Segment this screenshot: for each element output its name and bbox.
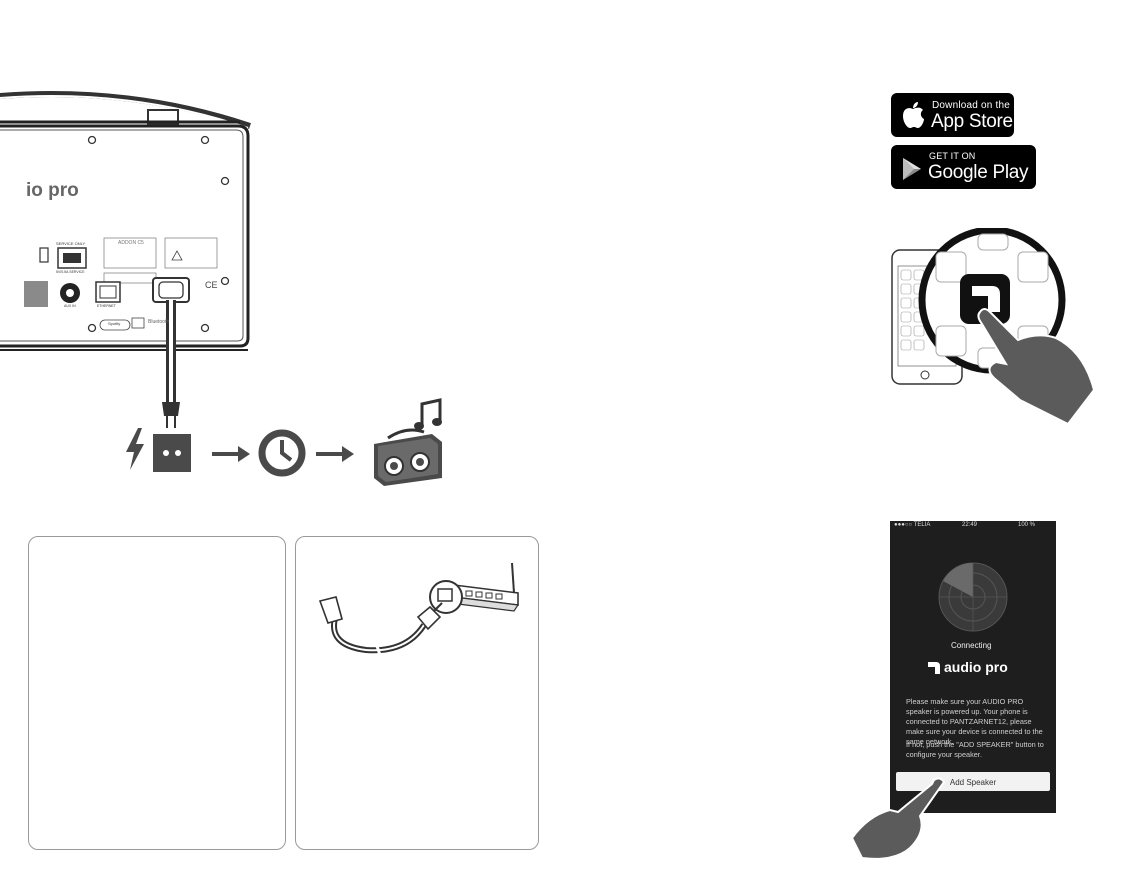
apple-logo-icon	[903, 102, 924, 128]
speaker-icon	[374, 428, 442, 486]
usb-label: SERVICE ONLY	[56, 241, 86, 246]
aux-label: AUX IN	[64, 304, 76, 308]
lightning-bolt-icon	[126, 428, 144, 470]
app-store-big-text: App Store	[931, 111, 1013, 132]
info-panel-network	[295, 536, 539, 850]
app-store-small-text: Download on the	[932, 100, 1011, 111]
google-play-badge[interactable]: GET IT ON Google Play	[891, 145, 1036, 189]
add-speaker-button-label: Add Speaker	[949, 778, 997, 787]
status-bar: ●●●○○ TELIA 22:49 100 %	[890, 521, 1056, 533]
audio-pro-logo-icon	[928, 662, 940, 674]
usb-sublabel: 5V/0.5A SERVICE	[56, 270, 85, 274]
arrow-right-icon	[212, 446, 250, 462]
google-play-small-text: GET IT ON	[929, 151, 976, 161]
power-cable	[162, 340, 180, 428]
power-outlet-icon	[153, 434, 191, 472]
app-store-badge[interactable]: Download on the App Store	[891, 93, 1014, 137]
ethernet-label: ETHERNET	[97, 304, 116, 308]
speaker-back-panel: io pro SERVICE ONLY 5V/0.5A SERVICE ADDO…	[0, 88, 260, 358]
google-play-big-text: Google Play	[928, 162, 1029, 183]
music-note-icon	[414, 398, 442, 430]
radar-icon	[938, 562, 1008, 632]
ce-mark: CE	[205, 280, 218, 290]
speaker-brand: io pro	[26, 180, 79, 201]
ethernet-router-illustration	[318, 562, 520, 656]
connecting-label: Connecting	[951, 641, 992, 650]
status-time: 22:49	[962, 522, 978, 528]
info-panel-left	[28, 536, 286, 850]
clock-icon	[258, 429, 306, 477]
phone-app-illustration	[891, 228, 1096, 426]
spotify-label: Spotify	[108, 321, 121, 326]
app-screen: ●●●○○ TELIA 22:49 100 % Connecting audio…	[890, 521, 1056, 813]
status-carrier: ●●●○○ TELIA	[894, 522, 931, 528]
connection-message: Please make sure your AUDIO PRO speaker …	[906, 697, 1043, 746]
audio-pro-logo: audio pro	[928, 659, 1028, 677]
bluetooth-label: Bluetooth	[148, 319, 170, 325]
pointing-hand-icon	[850, 777, 946, 860]
audio-pro-logo-text: audio pro	[944, 659, 1008, 675]
add-speaker-instruction: If not, push the "ADD SPEAKER" button to…	[906, 740, 1044, 759]
addon-label: ADDON C5	[118, 240, 144, 246]
status-battery: 100 %	[1018, 522, 1036, 528]
arrow-right-icon-2	[316, 446, 354, 462]
google-play-icon	[903, 158, 921, 180]
